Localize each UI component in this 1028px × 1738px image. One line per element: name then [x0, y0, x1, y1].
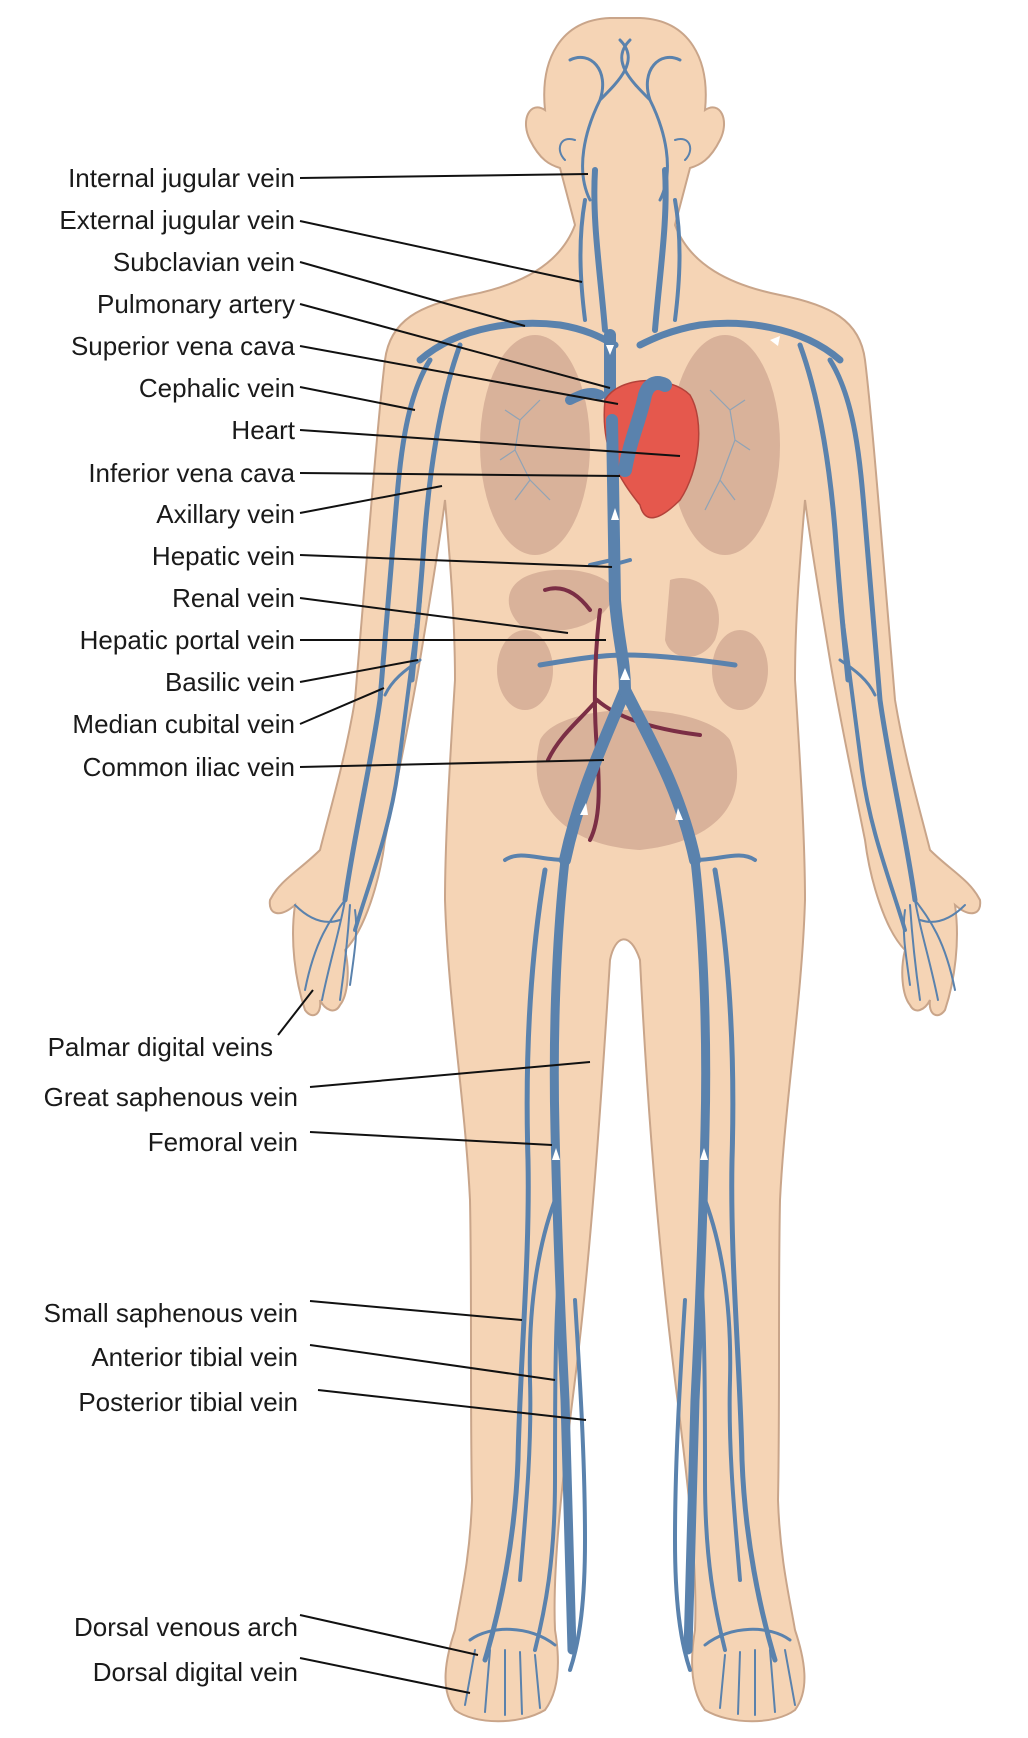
label-median-cubital-vein: Median cubital vein — [72, 709, 295, 739]
label-basilic-vein: Basilic vein — [165, 667, 295, 697]
label-posterior-tibial-vein: Posterior tibial vein — [78, 1387, 298, 1417]
label-femoral-vein: Femoral vein — [148, 1127, 298, 1157]
label-external-jugular-vein: External jugular vein — [59, 205, 295, 235]
label-dorsal-digital-vein: Dorsal digital vein — [93, 1657, 298, 1687]
label-great-saphenous-vein: Great saphenous vein — [44, 1082, 298, 1112]
label-hepatic-vein: Hepatic vein — [152, 541, 295, 571]
label-small-saphenous-vein: Small saphenous vein — [44, 1298, 298, 1328]
leader-dorsal-digital — [300, 1658, 470, 1693]
label-hepatic-portal-vein: Hepatic portal vein — [80, 625, 295, 655]
label-superior-vena-cava: Superior vena cava — [71, 331, 296, 361]
leader-internal-jugular — [300, 174, 588, 178]
leader-dorsal-venous-arch — [300, 1615, 478, 1655]
label-palmar-digital-veins: Palmar digital veins — [48, 1032, 273, 1062]
label-dorsal-venous-arch: Dorsal venous arch — [74, 1612, 298, 1642]
label-heart: Heart — [231, 415, 295, 445]
label-anterior-tibial-vein: Anterior tibial vein — [91, 1342, 298, 1372]
right-kidney — [497, 630, 553, 710]
label-internal-jugular-vein: Internal jugular vein — [68, 163, 295, 193]
leader-external-jugular — [300, 221, 582, 282]
label-pulmonary-artery: Pulmonary artery — [97, 289, 295, 319]
label-cephalic-vein: Cephalic vein — [139, 373, 295, 403]
label-inferior-vena-cava: Inferior vena cava — [88, 458, 295, 488]
body-silhouette — [270, 18, 980, 1721]
label-common-iliac-vein: Common iliac vein — [83, 752, 295, 782]
labels: Internal jugular vein External jugular v… — [44, 163, 298, 1687]
label-renal-vein: Renal vein — [172, 583, 295, 613]
label-subclavian-vein: Subclavian vein — [113, 247, 295, 277]
label-axillary-vein: Axillary vein — [156, 499, 295, 529]
left-kidney — [712, 630, 768, 710]
